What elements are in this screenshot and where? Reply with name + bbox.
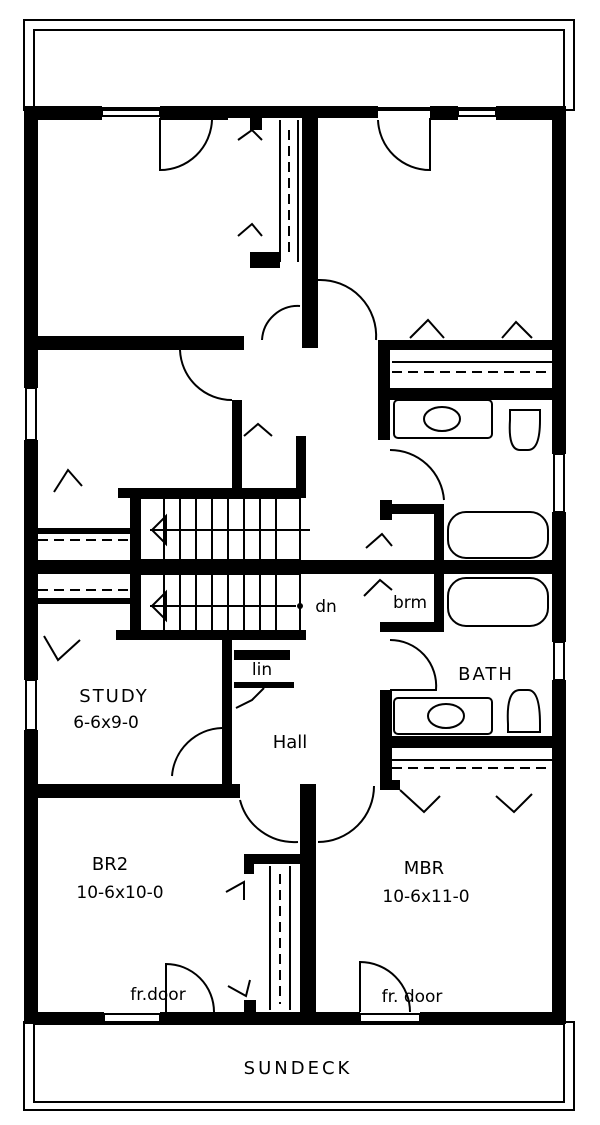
fr-door-right-label: fr. door bbox=[382, 987, 443, 1007]
closets bbox=[38, 120, 552, 1010]
bath-fixtures bbox=[393, 399, 549, 735]
br2-size-label: 10-6x10-0 bbox=[76, 883, 163, 903]
mbr-size-label: 10-6x11-0 bbox=[382, 887, 469, 907]
fr-door-left-label: fr.door bbox=[130, 985, 185, 1005]
bath-label: BATH bbox=[458, 664, 514, 685]
exterior-walls bbox=[24, 106, 566, 1024]
study-size-label: 6-6x9-0 bbox=[73, 713, 139, 733]
brm-label: brm bbox=[393, 593, 427, 613]
windows bbox=[25, 107, 565, 1023]
bifold-doors bbox=[43, 128, 533, 998]
hall-label: Hall bbox=[273, 732, 308, 753]
br2-name-label: BR2 bbox=[92, 854, 128, 875]
top-deck bbox=[23, 19, 575, 111]
lin-label: lin bbox=[252, 660, 272, 680]
study-name-label: STUDY bbox=[79, 686, 148, 707]
interior-walls bbox=[24, 118, 554, 1024]
mbr-name-label: MBR bbox=[404, 858, 444, 879]
dn-label: dn bbox=[315, 597, 337, 617]
sundeck-label: SUNDECK bbox=[244, 1058, 353, 1079]
stair-arrow-dot bbox=[297, 603, 303, 609]
door-swings bbox=[159, 118, 445, 1013]
